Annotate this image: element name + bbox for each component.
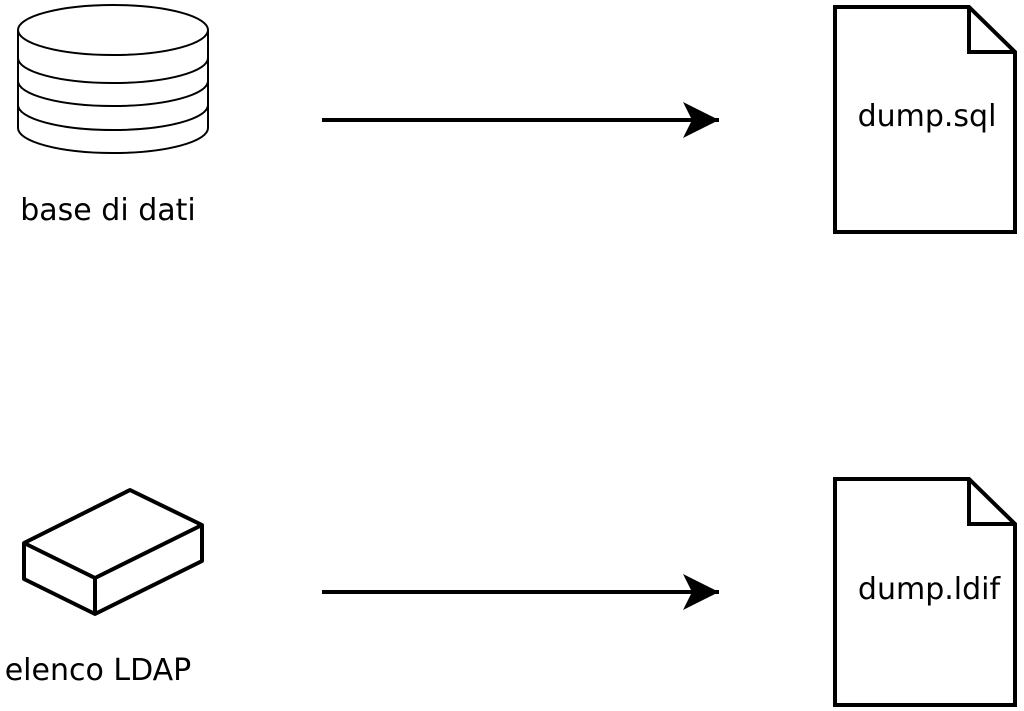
database-label: base di dati	[20, 193, 196, 228]
sql-file-icon	[833, 5, 1017, 234]
ldif-file-label: dump.ldif	[858, 572, 1002, 607]
database-icon	[17, 4, 209, 154]
ldap-label: elenco LDAP	[5, 653, 192, 688]
ldif-file-icon	[833, 477, 1017, 707]
ldap-directory-icon	[22, 488, 204, 616]
sql-file-label: dump.sql	[858, 99, 997, 134]
